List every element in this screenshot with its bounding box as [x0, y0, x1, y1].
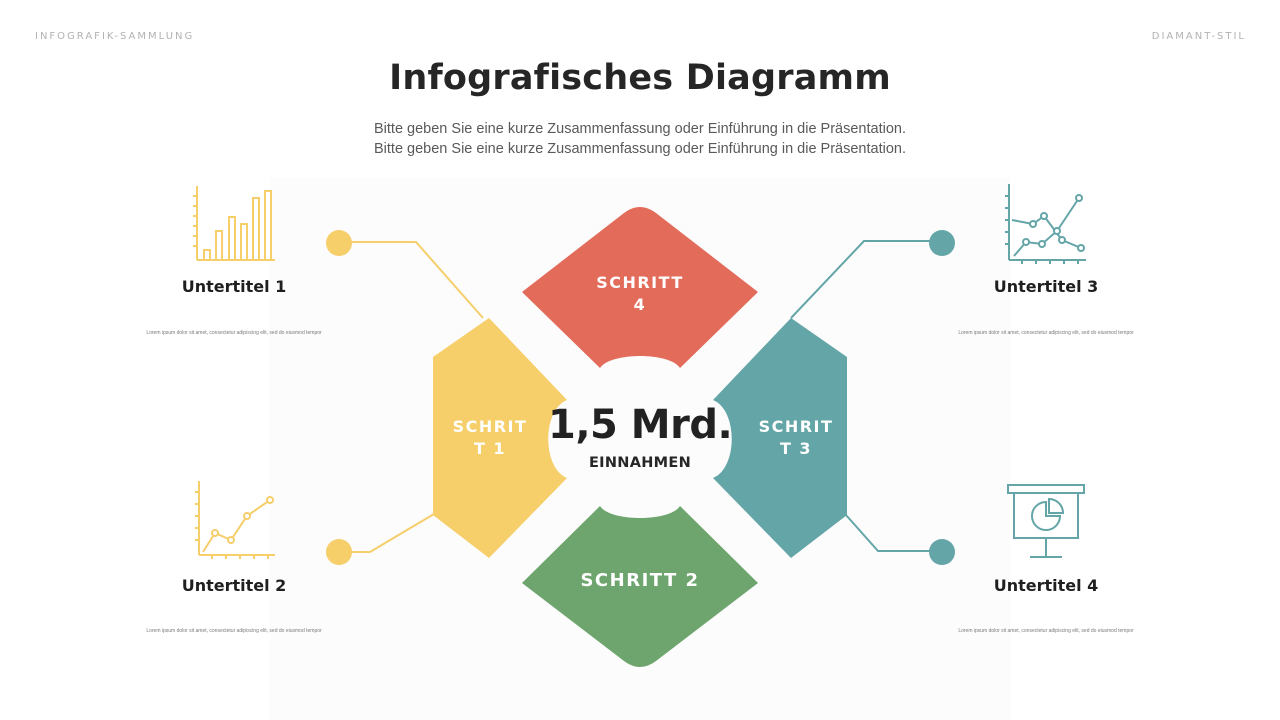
subtitle-4-heading: Untertitel 4	[993, 576, 1099, 595]
subtitle-1-heading: Untertitel 1	[181, 277, 287, 296]
style-label: DIAMANT-STIL	[1151, 31, 1246, 42]
collection-label: INFOGRAFIK-SAMMLUNG	[35, 31, 195, 42]
subtitle-2-heading: Untertitel 2	[181, 576, 287, 595]
connector-step-1-bottom	[339, 513, 435, 553]
page-title: Infografisches Diagramm	[389, 58, 891, 98]
connector-dot-2	[326, 539, 352, 565]
step-2-label: SCHRITT 2	[580, 570, 700, 591]
connector-dot-3	[929, 230, 955, 256]
subtitle-line-2: Bitte geben Sie eine kurze Zusammenfassu…	[374, 141, 906, 157]
connector-step-1-top	[339, 241, 484, 319]
subtitle-1-description: Lorem ipsum dolor sit amet, consectetur …	[146, 330, 322, 336]
step-3-label: SCHRITT 3	[758, 417, 834, 458]
step-2-shape	[522, 506, 758, 667]
subtitle-3-heading: Untertitel 3	[993, 277, 1099, 296]
presentation-pie-chart-icon	[1007, 484, 1085, 558]
subtitle-3-description: Lorem ipsum dolor sit amet, consectetur …	[958, 330, 1134, 336]
connector-step-3-bottom	[845, 514, 942, 552]
step-3-shape	[713, 318, 847, 558]
connector-step-3-top	[790, 240, 942, 319]
subtitle-2-description: Lorem ipsum dolor sit amet, consectetur …	[146, 628, 322, 634]
multi-line-chart-icon	[1005, 184, 1086, 264]
step-1-shape	[433, 318, 567, 558]
line-chart-icon	[195, 481, 275, 559]
revenue-value: 1,5 Mrd.	[548, 402, 733, 448]
subtitle-line-1: Bitte geben Sie eine kurze Zusammenfassu…	[374, 121, 906, 137]
page-subtitle: Bitte geben Sie eine kurze Zusammenfassu…	[0, 119, 1280, 159]
step-4-label: SCHRITT 4	[596, 273, 684, 314]
step-4-shape	[522, 207, 758, 368]
revenue-caption: EINNAHMEN	[588, 455, 692, 471]
step-1-label: SCHRITT 1	[452, 417, 528, 458]
connector-dot-1	[326, 230, 352, 256]
bar-chart-icon	[193, 186, 275, 261]
subtitle-4-description: Lorem ipsum dolor sit amet, consectetur …	[958, 628, 1134, 634]
connector-dot-4	[929, 539, 955, 565]
